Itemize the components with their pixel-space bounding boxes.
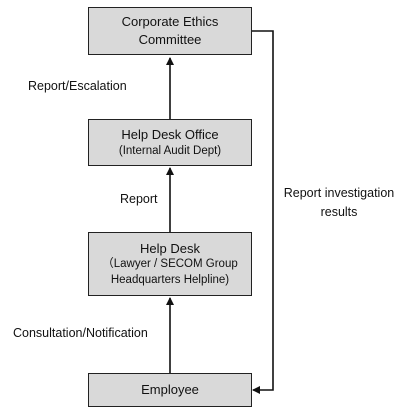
- node-help-desk: Help Desk （Lawyer / SECOM Group Headquar…: [88, 232, 252, 296]
- edge-label-report-escalation: Report/Escalation: [28, 79, 127, 93]
- node-corporate-ethics-committee: Corporate Ethics Committee: [88, 7, 252, 55]
- edge-label-report: Report: [120, 192, 158, 206]
- edge-label-results-line1: Report investigation: [283, 186, 395, 200]
- node-committee-line1: Corporate Ethics: [121, 14, 219, 30]
- node-helpdesk-line3: Headquarters Helpline): [110, 273, 230, 286]
- node-office-line1: Help Desk Office: [121, 126, 219, 142]
- node-helpdesk-line2: （Lawyer / SECOM Group: [102, 258, 238, 271]
- arrow-committee-to-employee: [252, 30, 274, 394]
- node-employee-line1: Employee: [141, 382, 199, 398]
- node-office-line2: (Internal Audit Dept): [118, 144, 222, 157]
- node-committee-line2: Committee: [138, 32, 202, 47]
- edge-label-report-investigation-results: Report investigation results: [278, 184, 400, 222]
- node-help-desk-office: Help Desk Office (Internal Audit Dept): [88, 119, 252, 166]
- node-employee: Employee: [88, 373, 252, 407]
- node-helpdesk-line1: Help Desk: [140, 240, 200, 256]
- edge-label-results-line2: results: [320, 204, 358, 219]
- edge-label-consultation-notification: Consultation/Notification: [13, 326, 148, 340]
